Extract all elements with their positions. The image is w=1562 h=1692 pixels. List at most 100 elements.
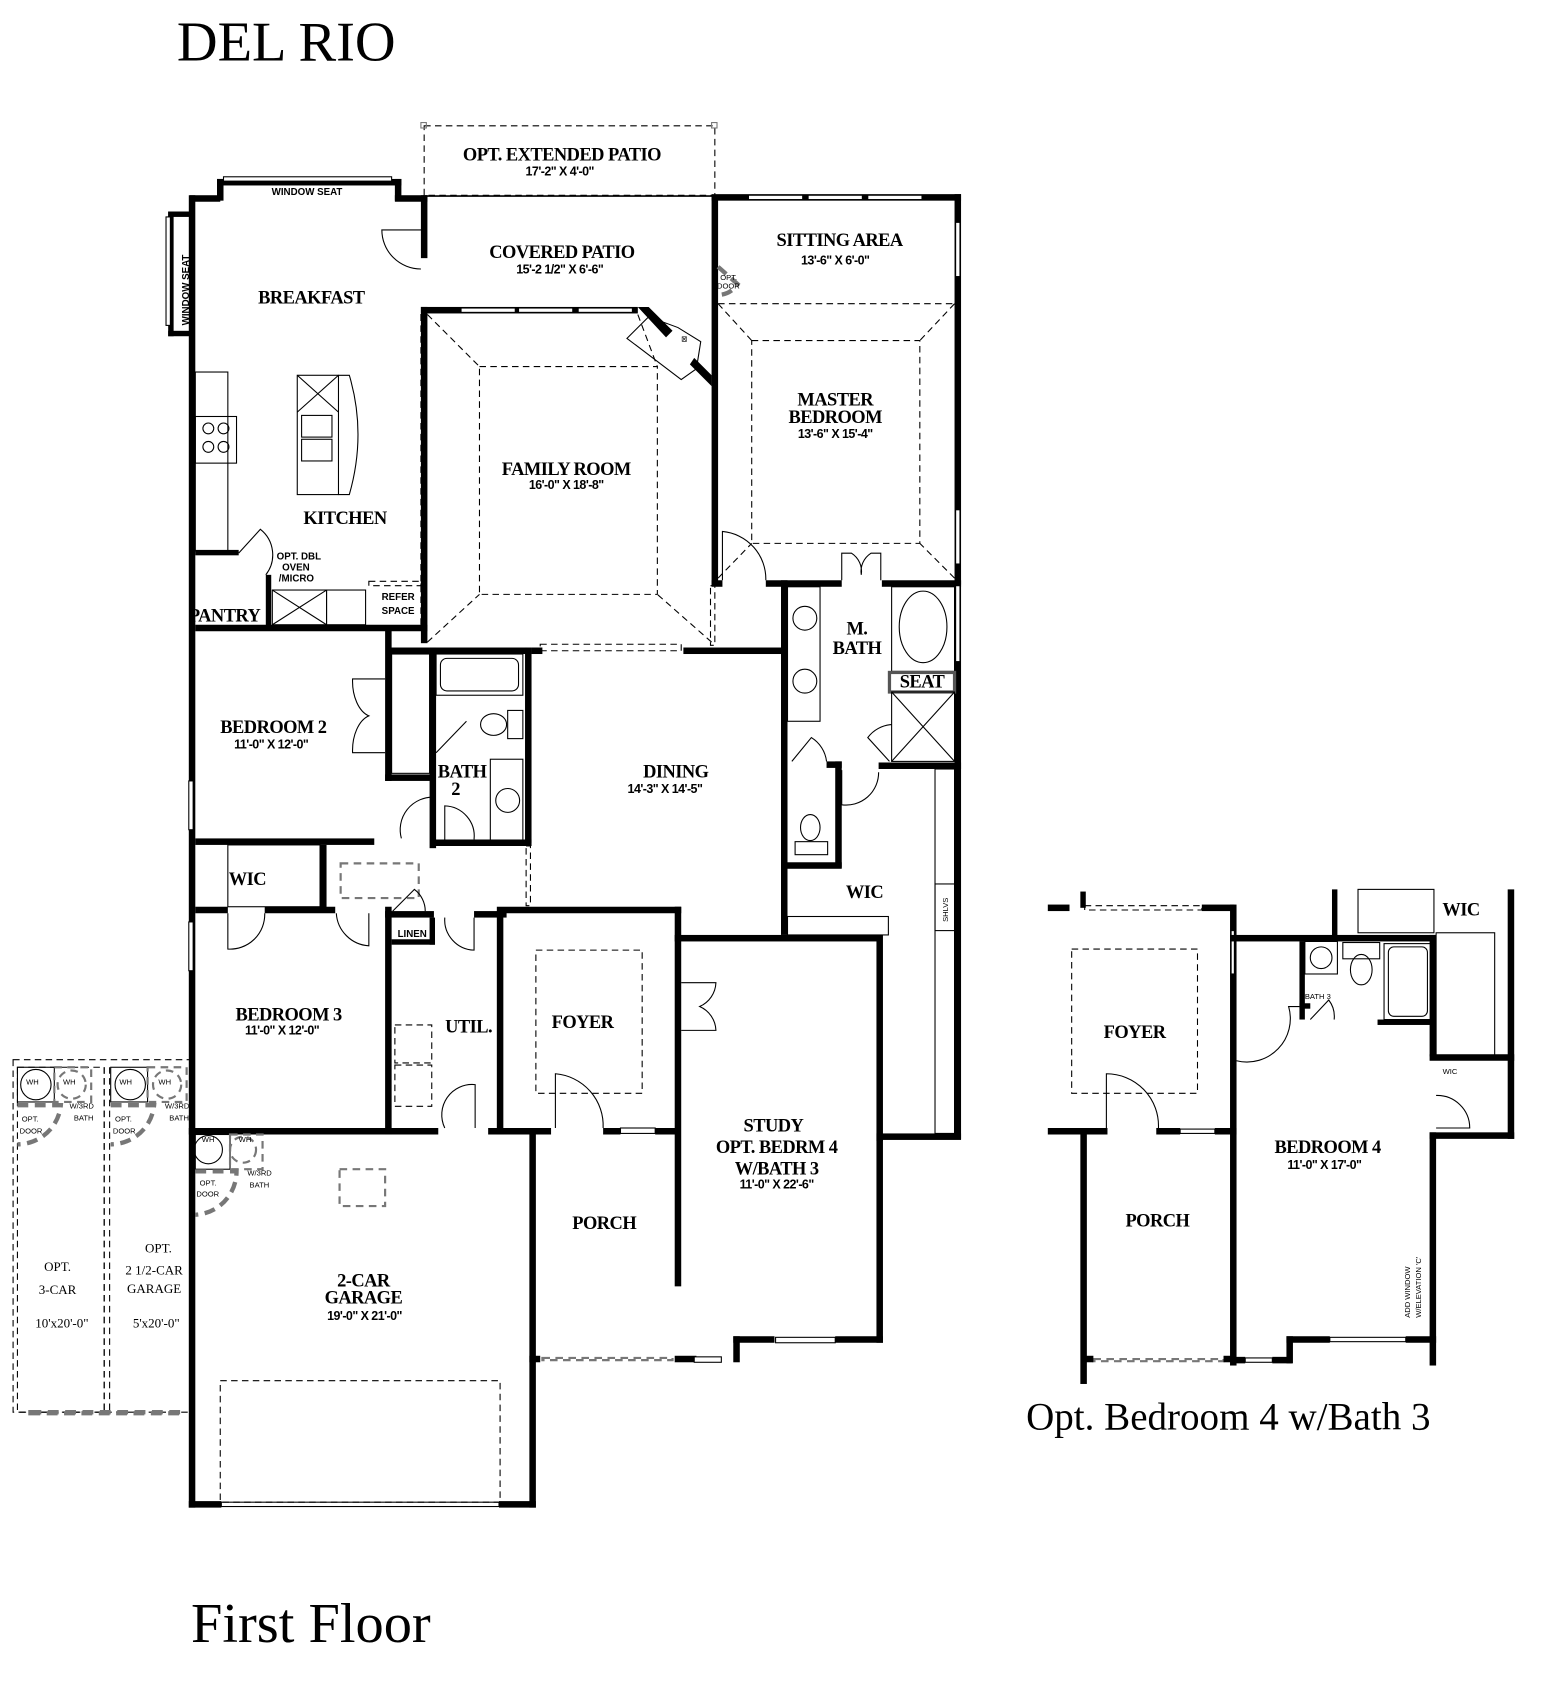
walls	[168, 178, 962, 1508]
svg-text:WH: WH	[202, 1135, 215, 1144]
bedroom3-area: WIC LINEN BEDROOM 3 11'-0" X 12'-0" UTIL…	[227, 844, 493, 1129]
svg-text:DOOR: DOOR	[20, 1126, 43, 1135]
svg-text:BEDROOM 2: BEDROOM 2	[220, 717, 326, 737]
floor-label: First Floor	[191, 1593, 431, 1655]
bedroom2-area: BEDROOM 2 11'-0" X 12'-0" BATH 2	[220, 653, 524, 842]
svg-text:OVEN: OVEN	[282, 563, 310, 574]
windows	[165, 176, 961, 1508]
svg-text:OPT.: OPT.	[115, 1114, 132, 1123]
svg-text:WIC: WIC	[846, 882, 883, 902]
svg-text:GARAGE: GARAGE	[127, 1281, 181, 1296]
master-suite: SITTING AREA 13'-6" X 6'-0" OPT. DOOR MA…	[716, 230, 955, 581]
svg-text:WH: WH	[119, 1078, 132, 1087]
svg-text:FOYER: FOYER	[552, 1012, 615, 1032]
master-wic: SHLVS WIC	[786, 768, 956, 1134]
svg-text:UTIL.: UTIL.	[445, 1017, 492, 1037]
svg-text:13'-6" X 15'-4": 13'-6" X 15'-4"	[798, 427, 873, 441]
svg-text:5'x20'-0": 5'x20'-0"	[133, 1316, 180, 1331]
svg-text:BEDROOM 4: BEDROOM 4	[1275, 1137, 1381, 1157]
svg-text:FAMILY ROOM: FAMILY ROOM	[502, 459, 631, 479]
svg-text:BEDROOM 3: BEDROOM 3	[235, 1005, 341, 1025]
svg-text:PANTRY: PANTRY	[189, 605, 261, 625]
svg-text:DOOR: DOOR	[196, 1189, 219, 1198]
svg-text:WINDOW SEAT: WINDOW SEAT	[181, 255, 192, 326]
svg-text:DOOR: DOOR	[113, 1126, 136, 1135]
svg-text:BATH 3: BATH 3	[1305, 992, 1331, 1001]
svg-text:W/3RD: W/3RD	[69, 1101, 94, 1110]
svg-text:LINEN: LINEN	[398, 929, 427, 940]
family-room: ⊠ FAMILY ROOM 16'-0" X 18'-8"	[427, 314, 712, 643]
svg-text:OPT.: OPT.	[145, 1241, 172, 1256]
svg-text:17'-2" X 4'-0": 17'-2" X 4'-0"	[526, 165, 595, 179]
garage: WH WH W/3RD BATH OPT. DOOR 2-CAR GARAGE …	[193, 1133, 501, 1503]
svg-text:WH: WH	[239, 1135, 252, 1144]
optional-garages: WH WH WH WH OPT. DOOR OPT. DOOR W/3RD BA…	[12, 1059, 191, 1416]
master-bath: M. BATH SEAT	[786, 586, 957, 856]
inset-label: Opt. Bedroom 4 w/Bath 3	[1026, 1396, 1430, 1439]
svg-text:SITTING AREA: SITTING AREA	[777, 230, 904, 250]
svg-text:15'-2 1/2" X 6'-6": 15'-2 1/2" X 6'-6"	[516, 262, 604, 276]
svg-text:MASTER: MASTER	[797, 390, 874, 410]
svg-text:BATH: BATH	[833, 638, 883, 658]
opt-extended-patio: OPT. EXTENDED PATIO 17'-2" X 4'-0"	[420, 122, 718, 196]
svg-text:SHLVS: SHLVS	[941, 898, 950, 922]
svg-text:COVERED PATIO: COVERED PATIO	[489, 242, 634, 262]
svg-text:OPT. BEDRM 4: OPT. BEDRM 4	[716, 1137, 838, 1157]
svg-text:FOYER: FOYER	[1104, 1022, 1167, 1042]
svg-text:19'-0" X 21'-0": 19'-0" X 21'-0"	[327, 1309, 402, 1323]
svg-text:11'-0" X 22'-6": 11'-0" X 22'-6"	[740, 1178, 815, 1192]
svg-text:BREAKFAST: BREAKFAST	[258, 288, 366, 308]
svg-text:WH: WH	[63, 1078, 76, 1087]
svg-text:KITCHEN: KITCHEN	[303, 508, 387, 528]
svg-text:BATH: BATH	[438, 762, 488, 782]
svg-text:WH: WH	[158, 1078, 171, 1087]
svg-text:BATH: BATH	[74, 1113, 94, 1122]
svg-text:STUDY: STUDY	[744, 1115, 804, 1135]
covered-patio: COVERED PATIO 15'-2 1/2" X 6'-6"	[489, 242, 635, 276]
svg-text:/MICRO: /MICRO	[279, 573, 315, 584]
svg-text:OPT.: OPT.	[44, 1259, 71, 1274]
svg-text:⊠: ⊠	[681, 335, 687, 344]
svg-text:BATH: BATH	[250, 1181, 270, 1190]
svg-text:W/3RD: W/3RD	[165, 1101, 190, 1110]
svg-text:OPT.: OPT.	[22, 1114, 39, 1123]
svg-text:WINDOW SEAT: WINDOW SEAT	[272, 187, 343, 198]
svg-text:WH: WH	[26, 1078, 39, 1087]
svg-text:11'-0" X 12'-0": 11'-0" X 12'-0"	[245, 1024, 320, 1038]
svg-text:13'-6" X 6'-0": 13'-6" X 6'-0"	[801, 254, 870, 268]
svg-text:10'x20'-0": 10'x20'-0"	[35, 1316, 88, 1331]
svg-text:W/3RD: W/3RD	[247, 1169, 272, 1178]
svg-text:11'-0" X 17'-0": 11'-0" X 17'-0"	[1287, 1158, 1362, 1172]
svg-text:16'-0" X 18'-8": 16'-0" X 18'-8"	[529, 478, 604, 492]
svg-text:ADD WINDOW: ADD WINDOW	[1403, 1266, 1412, 1318]
svg-text:PORCH: PORCH	[1125, 1211, 1190, 1231]
svg-text:M.: M.	[846, 619, 867, 639]
svg-text:GARAGE: GARAGE	[325, 1288, 403, 1308]
svg-text:2 1/2-CAR: 2 1/2-CAR	[125, 1262, 183, 1277]
svg-text:BEDROOM: BEDROOM	[789, 407, 883, 427]
inset-opt-bedroom4: WIC WIC BATH 3 FOYER PORCH BEDROOM 4 11'…	[1026, 888, 1515, 1439]
svg-text:WIC: WIC	[1442, 899, 1479, 919]
svg-text:OPT. DBL: OPT. DBL	[277, 552, 321, 563]
dining-foyer-study: DINING 14'-3" X 14'-5" FOYER STUDY OPT. …	[535, 762, 838, 1233]
svg-text:OPT.: OPT.	[720, 273, 737, 282]
svg-text:DOOR: DOOR	[717, 282, 740, 291]
svg-text:WIC: WIC	[1443, 1067, 1458, 1076]
svg-text:SPACE: SPACE	[382, 606, 415, 617]
svg-text:W/ELEVATION 'C': W/ELEVATION 'C'	[1414, 1256, 1423, 1318]
plan-title: DEL RIO	[177, 12, 396, 74]
svg-text:REFER: REFER	[382, 592, 415, 603]
kitchen-area: WINDOW SEAT WINDOW SEAT BREAKFAST KITCHE…	[181, 187, 426, 630]
svg-text:11'-0" X 12'-0": 11'-0" X 12'-0"	[234, 737, 309, 751]
svg-text:WIC: WIC	[229, 869, 266, 889]
svg-text:SEAT: SEAT	[900, 672, 946, 692]
svg-text:DINING: DINING	[643, 762, 709, 782]
svg-text:2-CAR: 2-CAR	[337, 1270, 391, 1290]
svg-text:14'-3" X 14'-5": 14'-3" X 14'-5"	[628, 782, 703, 796]
svg-text:PORCH: PORCH	[572, 1213, 637, 1233]
svg-text:OPT. EXTENDED PATIO: OPT. EXTENDED PATIO	[463, 145, 661, 165]
svg-text:BATH: BATH	[169, 1113, 189, 1122]
svg-text:OPT.: OPT.	[200, 1178, 217, 1187]
svg-text:W/BATH 3: W/BATH 3	[735, 1159, 819, 1179]
